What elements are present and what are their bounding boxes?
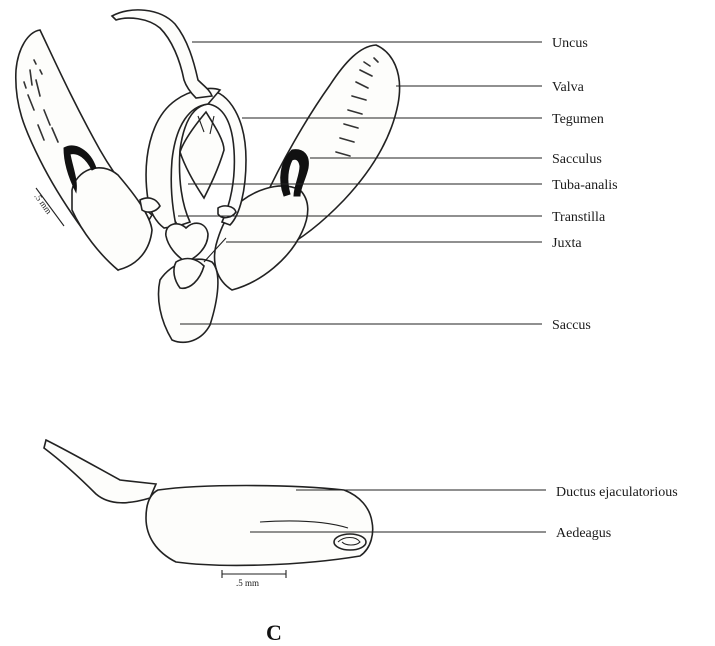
scale-label-top: .5 mm xyxy=(32,191,54,215)
uncus xyxy=(112,10,212,98)
label-tuba-analis: Tuba-analis xyxy=(552,178,618,193)
scale-label-bottom: .5 mm xyxy=(236,578,259,588)
label-tegumen: Tegumen xyxy=(552,112,604,127)
panel-label: C xyxy=(266,620,282,645)
label-saccus: Saccus xyxy=(552,318,591,333)
label-uncus: Uncus xyxy=(552,36,588,51)
label-juxta: Juxta xyxy=(552,236,582,251)
label-sacculus: Sacculus xyxy=(552,152,602,167)
label-aedeagus: Aedeagus xyxy=(556,526,611,541)
label-ductus: Ductus ejaculatorious xyxy=(556,485,678,500)
label-transtilla: Transtilla xyxy=(552,210,606,225)
genital-capsule xyxy=(16,10,400,342)
aedeagus-structure xyxy=(44,440,373,565)
ductus-ejaculatorius xyxy=(44,440,156,503)
scale-bar-bottom: .5 mm xyxy=(222,570,286,588)
label-valva: Valva xyxy=(552,80,585,95)
aedeagus-tip xyxy=(334,534,366,550)
